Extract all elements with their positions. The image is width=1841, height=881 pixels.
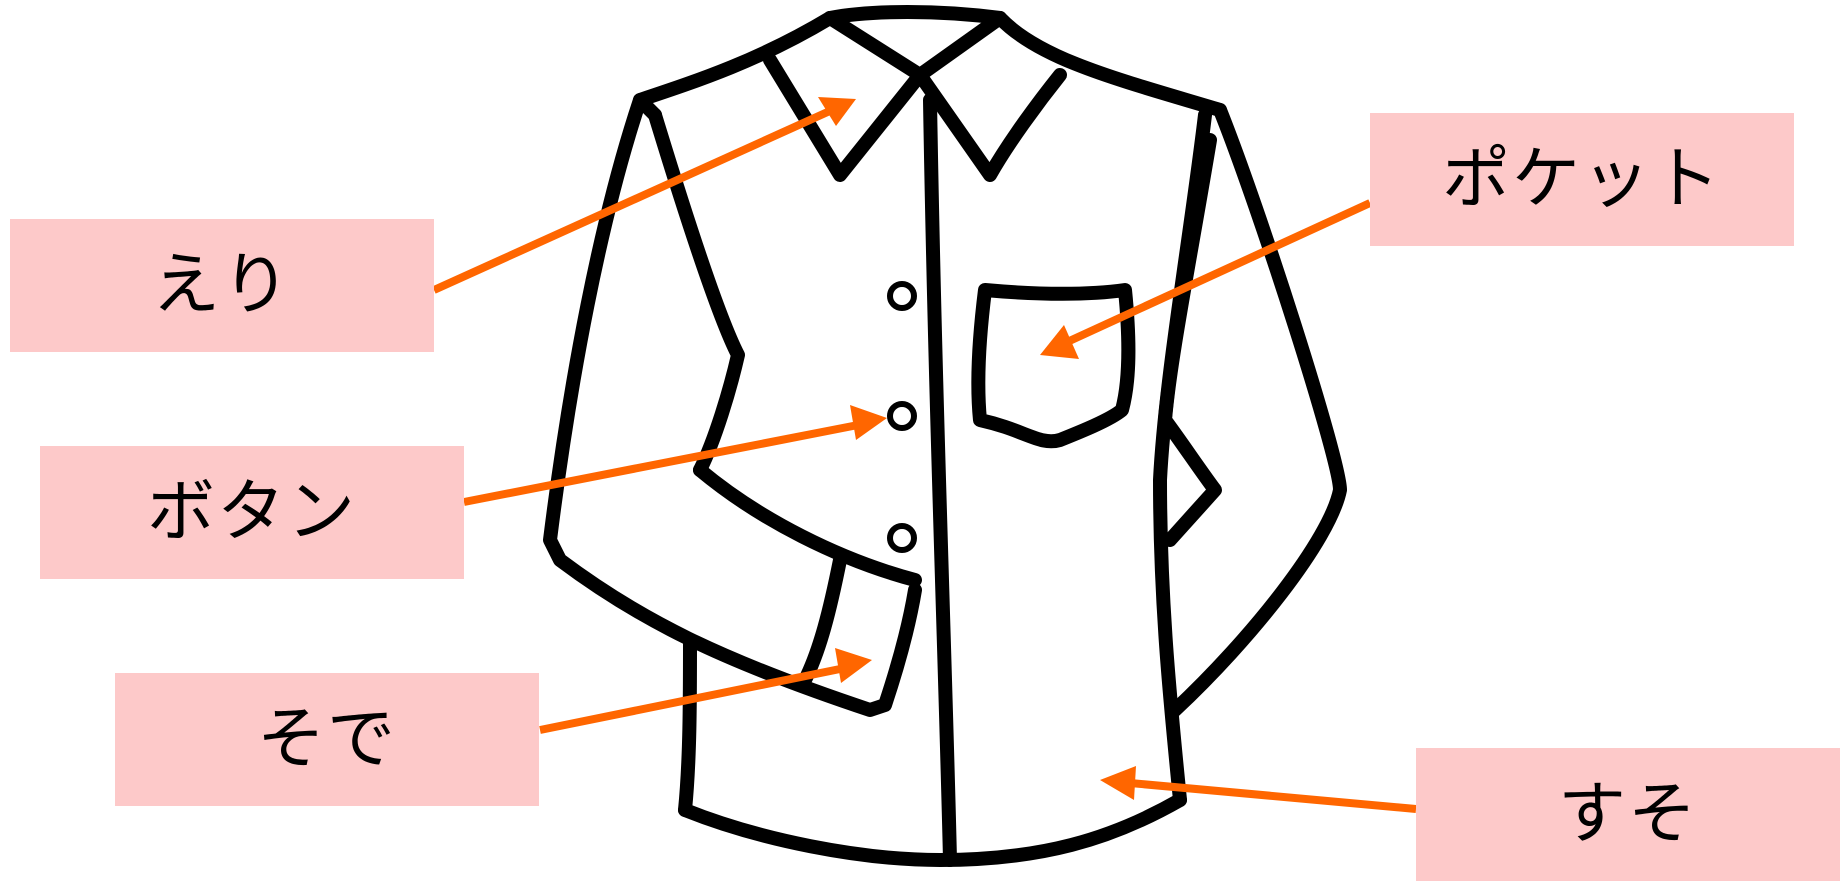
- label-pocket: ポケット: [1370, 113, 1794, 246]
- shirt-illustration: [550, 12, 1340, 860]
- arrows: [434, 97, 1416, 809]
- label-hem: すそ: [1416, 748, 1840, 881]
- arrowhead-button: [850, 405, 887, 440]
- button-circle: [890, 284, 914, 308]
- arrowhead-hem: [1100, 766, 1136, 800]
- label-button: ボタン: [40, 446, 464, 579]
- arrow-pocket: [1065, 203, 1370, 343]
- button-circle: [890, 526, 914, 550]
- label-pocket-text: ポケット: [1442, 146, 1722, 214]
- label-sleeve: そで: [115, 673, 539, 806]
- label-collar-text: えり: [152, 252, 292, 320]
- buttons: [890, 284, 914, 550]
- button-circle: [890, 404, 914, 428]
- label-button-text: ボタン: [147, 479, 357, 547]
- label-hem-text: すそ: [1558, 781, 1698, 849]
- label-collar: えり: [10, 219, 434, 352]
- arrowhead-sleeve: [835, 648, 872, 683]
- arrow-button: [464, 425, 858, 502]
- label-sleeve-text: そで: [257, 706, 397, 774]
